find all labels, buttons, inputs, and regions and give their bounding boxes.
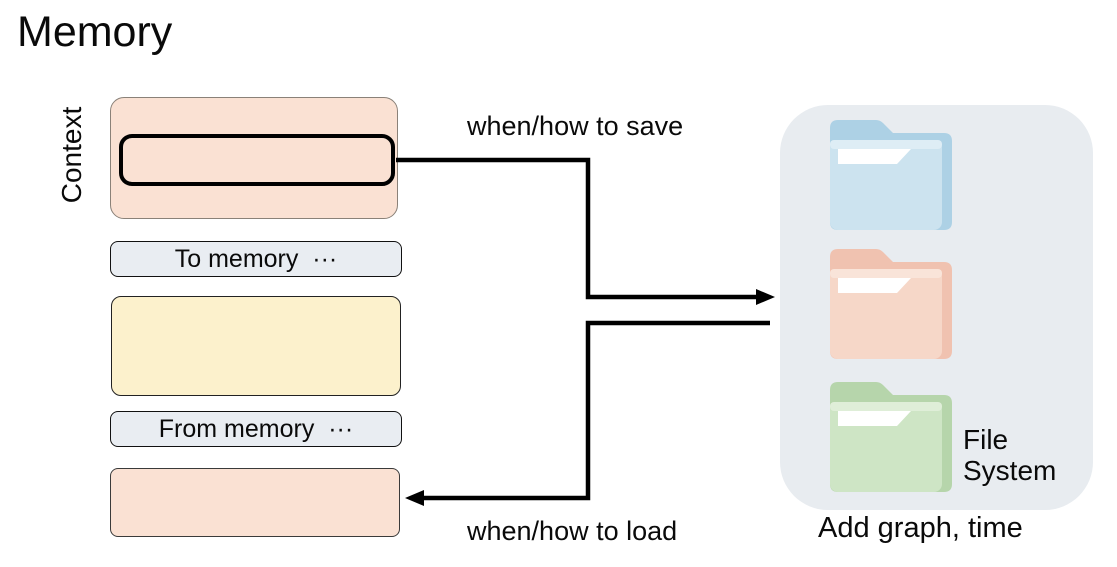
page-title: Memory xyxy=(17,8,173,56)
load-arrowhead xyxy=(405,490,424,506)
add-graph-time-caption: Add graph, time xyxy=(818,512,1023,544)
save-arrowhead xyxy=(756,289,775,305)
salmon-folder-icon xyxy=(830,249,952,359)
blue-folder-icon xyxy=(830,120,952,230)
load-arrow-label: when/how to load xyxy=(467,516,678,546)
loaded-context-box xyxy=(110,468,400,537)
context-highlight-box xyxy=(119,134,395,186)
save-arrow-label: when/how to save xyxy=(467,111,684,141)
context-axis-label: Context xyxy=(56,106,87,204)
load-arrow xyxy=(422,320,770,501)
to-memory-pill: To memory ··· xyxy=(110,241,402,277)
working-context-box xyxy=(111,296,401,396)
save-arrow xyxy=(396,157,758,300)
context-box xyxy=(110,97,398,219)
from-memory-pill: From memory ··· xyxy=(110,411,402,447)
file-system-panel: File System xyxy=(780,105,1093,510)
green-folder-icon xyxy=(830,382,952,492)
file-system-label: File System xyxy=(963,424,1057,486)
